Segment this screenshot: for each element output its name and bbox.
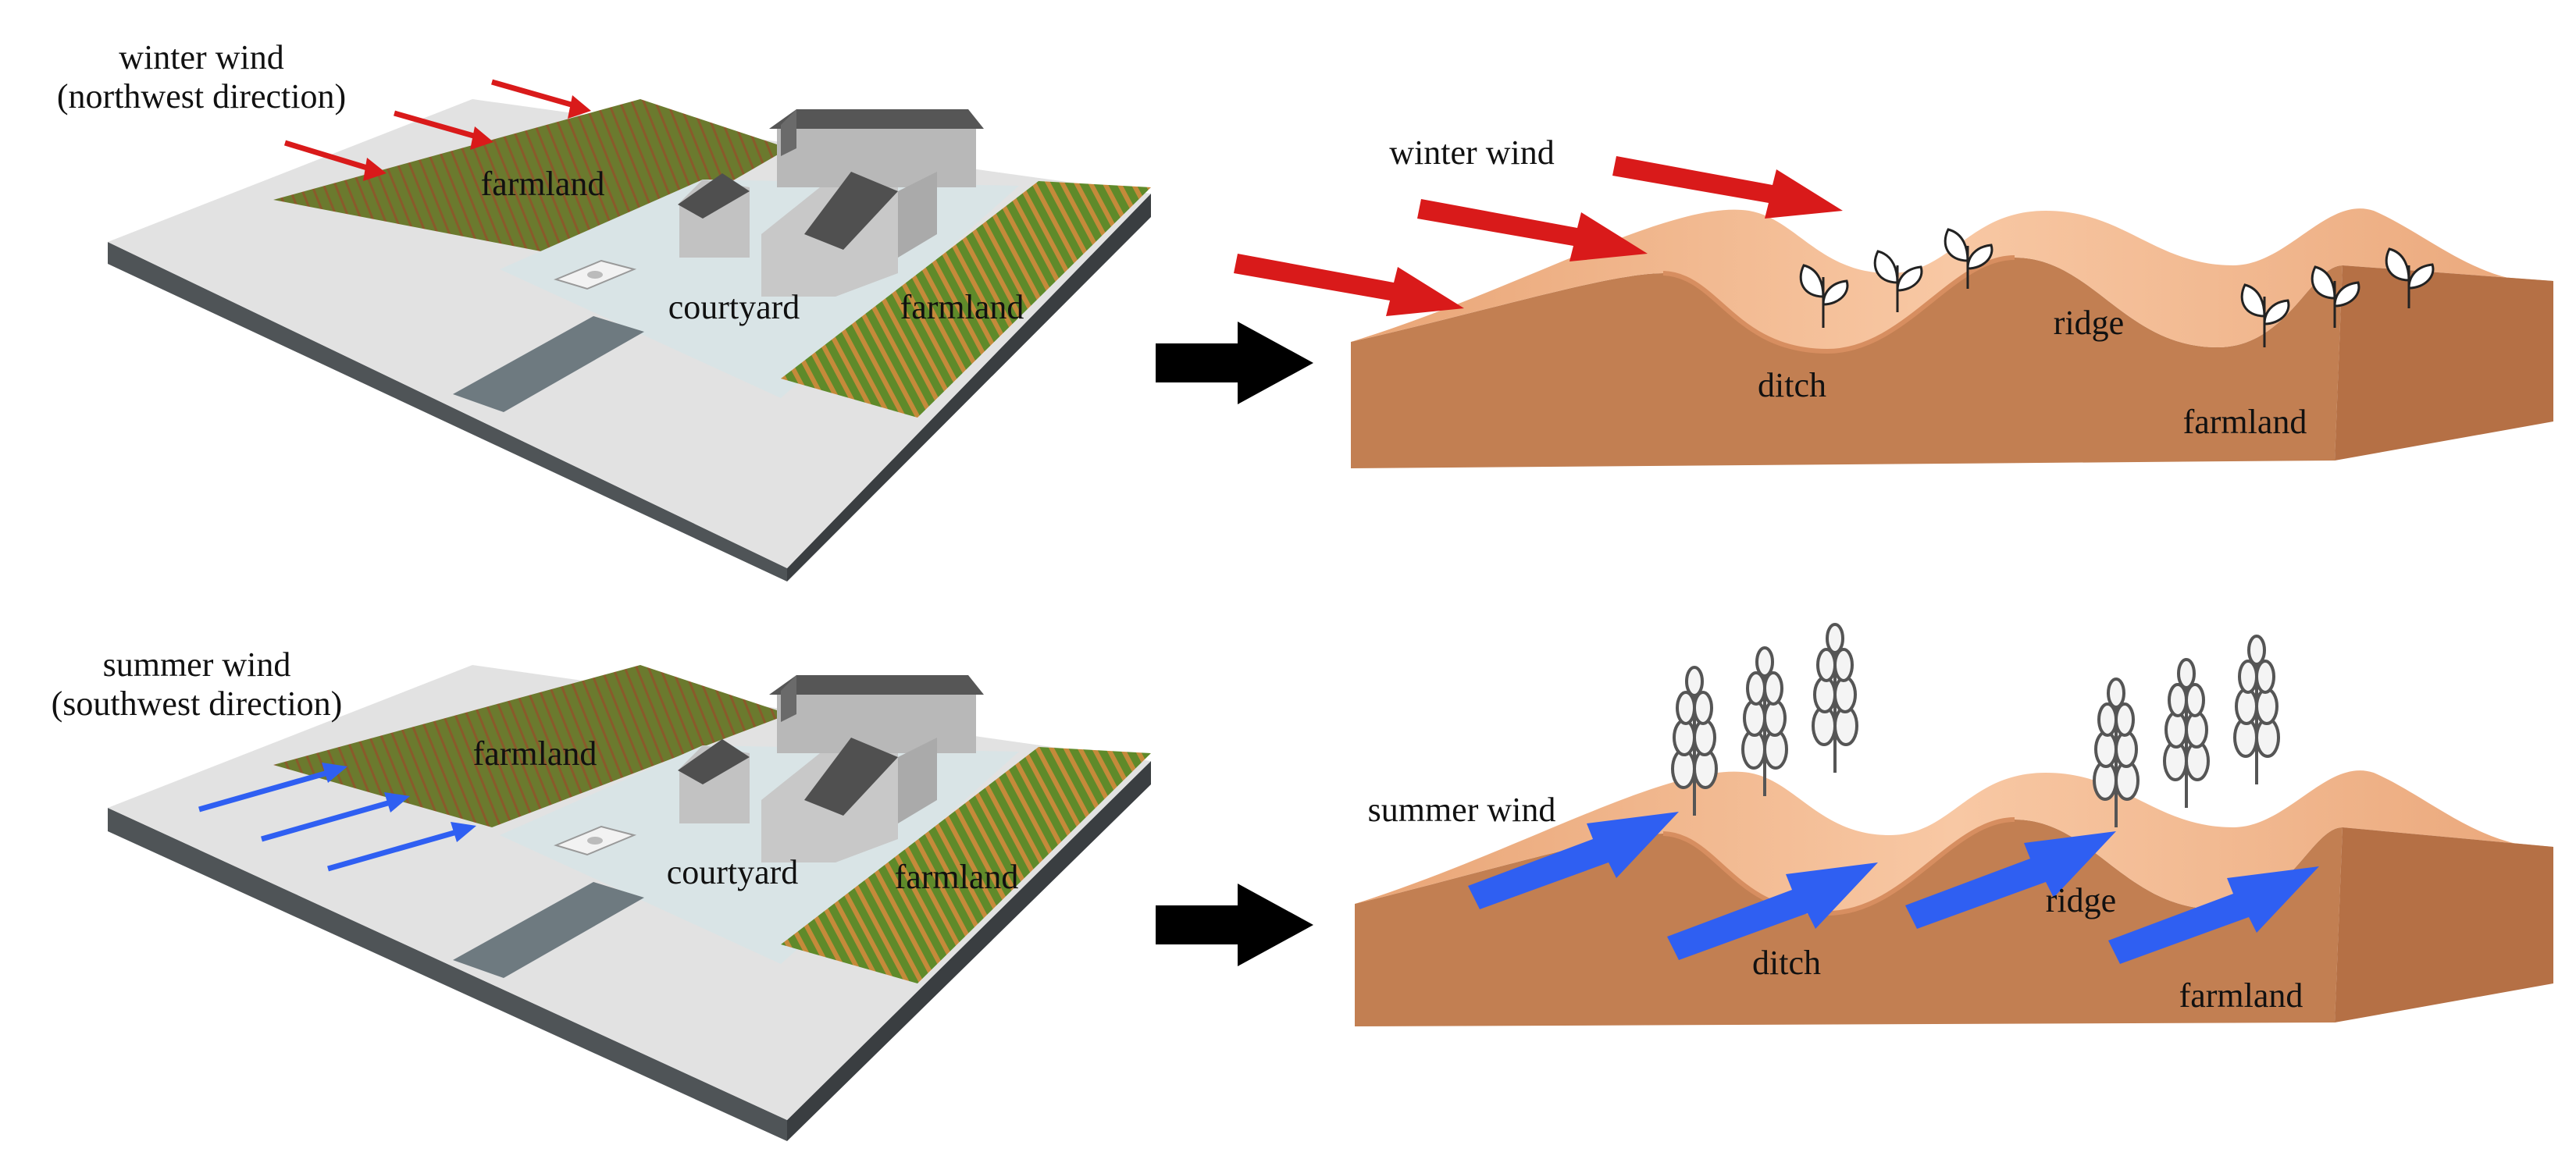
summer-section-panel: summer wind ditch ridge farmland — [1355, 623, 2553, 1026]
site-slab-side-left — [108, 242, 787, 581]
well-icon — [554, 825, 637, 856]
ridge-label: ridge — [2054, 304, 2124, 342]
house-icon — [678, 109, 984, 297]
summer-wind-arrow — [1468, 812, 2319, 964]
winter-wind-label: winter wind — [1389, 133, 1554, 172]
courtyard-label: courtyard — [668, 288, 800, 326]
winter-wind-arrow — [1234, 156, 1843, 316]
site-slab-side-right — [787, 761, 1151, 1141]
farmland-label: farmland — [895, 858, 1019, 896]
summer-wind-arrow — [198, 763, 476, 872]
well-icon — [554, 259, 637, 290]
transition-arrow — [1156, 322, 1313, 404]
soil-right-face — [2335, 265, 2553, 461]
farmland-field-right — [781, 747, 1151, 983]
paved-path — [453, 882, 644, 978]
seedling-icon — [1799, 228, 2435, 347]
soil-right-face — [2335, 827, 2553, 1022]
winter-section-panel: winter wind ditch ridge farmland — [1234, 133, 2553, 468]
summer-wind-label-line1: summer wind — [103, 645, 291, 684]
farmland-field-right — [781, 181, 1151, 418]
site-slab-side-left — [108, 808, 787, 1141]
winter-site-panel: winter wind (northwest direction) farmla… — [57, 38, 1151, 581]
winter-wind-arrow — [283, 79, 591, 181]
summer-wind-label-line2: (southwest direction) — [52, 685, 343, 723]
farmland-label: farmland — [2179, 976, 2303, 1015]
farmland-field-back — [273, 665, 789, 827]
summer-site-panel: summer wind (southwest direction) farmla… — [52, 645, 1151, 1141]
ditch-label: ditch — [1752, 944, 1821, 982]
winter-wind-label-line2: (northwest direction) — [57, 77, 346, 116]
winter-wind-label-line1: winter wind — [119, 38, 283, 76]
wheat-icon — [1671, 623, 2280, 827]
transition-arrow — [1156, 884, 1313, 966]
soil-front-face — [1355, 820, 2343, 1026]
summer-wind-label: summer wind — [1368, 791, 1556, 829]
ridge-label: ridge — [2046, 881, 2116, 919]
house-icon — [678, 675, 984, 862]
farmland-label: farmland — [473, 734, 597, 773]
courtyard-label: courtyard — [667, 853, 799, 891]
soil-front-face — [1351, 258, 2343, 468]
paved-path — [453, 316, 644, 412]
site-slab-side-right — [787, 194, 1151, 581]
farmland-label: farmland — [900, 288, 1024, 326]
soil-top-surface — [1351, 208, 2553, 351]
farmland-label: farmland — [2183, 403, 2307, 441]
ditch-label: ditch — [1758, 366, 1826, 404]
farmland-label: farmland — [481, 165, 605, 203]
